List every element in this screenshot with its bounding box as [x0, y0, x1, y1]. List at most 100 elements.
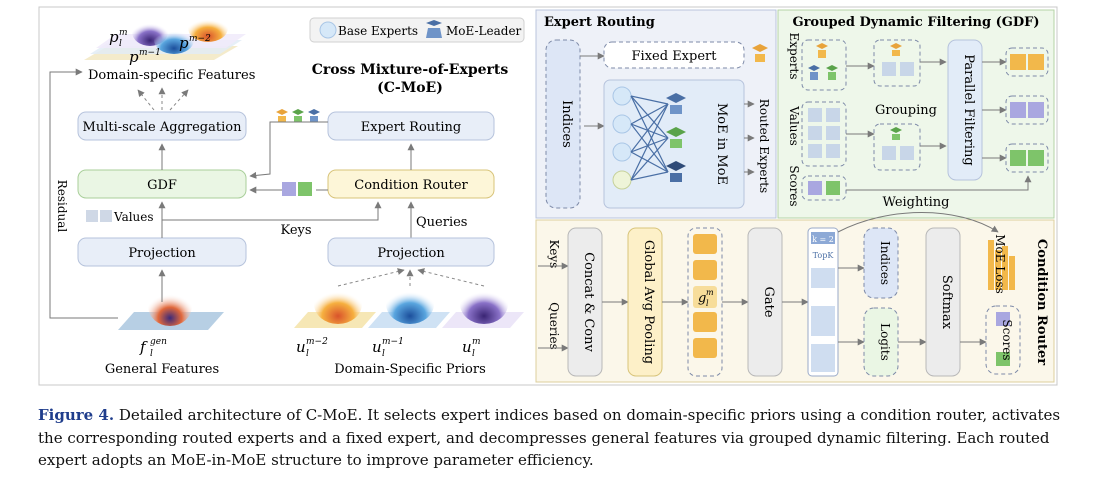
- cr-indices-label: Indices: [878, 241, 892, 285]
- f-gen-symbol: f: [139, 338, 148, 356]
- k2-label: k = 2: [812, 235, 834, 244]
- grouped-value-cell: [900, 62, 914, 76]
- gdf-title: Grouped Dynamic Filtering (GDF): [792, 15, 1039, 30]
- grouped-value-cell: [900, 146, 914, 160]
- routing-leader-icons: [276, 109, 320, 122]
- topk-bar: [811, 306, 835, 336]
- cmoe-overview: Cross Mixture-of-Experts (C-MoE) Base Ex…: [49, 14, 525, 377]
- p-m-symbol: p: [109, 28, 119, 46]
- gap-label: Global Avg Pooling: [641, 240, 656, 364]
- p-m2-sup: m−2: [189, 34, 211, 44]
- cr-score-purple: [996, 312, 1010, 326]
- score-cell-purple: [808, 181, 822, 195]
- p-m-sub: l: [119, 39, 122, 49]
- u-m1-symbol: u: [372, 338, 382, 356]
- general-features-label: General Features: [105, 362, 219, 377]
- fixed-expert-label: Fixed Expert: [632, 49, 718, 64]
- u-m2-symbol: u: [296, 338, 306, 356]
- grouped-value-cell: [882, 146, 896, 160]
- p-m1-sup: m−1: [139, 48, 161, 58]
- msa-box: [77, 111, 247, 141]
- caption-label: Figure 4.: [38, 406, 115, 424]
- topk-column: [807, 227, 839, 377]
- weighting-label: Weighting: [883, 195, 950, 210]
- moe-leader-legend-icon: [426, 20, 442, 38]
- cr-indices-box: [863, 227, 899, 299]
- base-expert-node: [612, 170, 632, 190]
- moe-loss-label: MoE Loss: [993, 234, 1007, 294]
- output-box-purple: [1005, 95, 1049, 125]
- f-gen-sup: gen: [150, 337, 167, 347]
- output-box-orange: [1005, 47, 1049, 77]
- u-m2-sub: l: [306, 349, 309, 359]
- grouped-expert-box-1: [873, 39, 921, 87]
- cmoe-title-line1: Cross Mixture-of-Experts: [312, 62, 509, 78]
- legend-base-label: Base Experts: [338, 24, 418, 38]
- g-vector-cells: [693, 234, 717, 358]
- values-group-box: [801, 101, 847, 167]
- expert-routing-box: [327, 111, 495, 141]
- values-cell: [86, 210, 98, 222]
- output-box-green: [1005, 143, 1049, 173]
- fixed-expert-icon: [752, 44, 768, 62]
- softmax-label: Softmax: [939, 275, 954, 330]
- projection-right-label: Projection: [377, 246, 445, 261]
- cr-scores-box: [985, 305, 1021, 375]
- gdf-scores-label: Scores: [787, 165, 801, 206]
- routed-experts-label: Routed Experts: [757, 99, 771, 193]
- topk-bar: [811, 344, 835, 372]
- topk-bar: [811, 232, 835, 244]
- condition-router-panel-bg: [535, 219, 1055, 383]
- values-grid: [808, 108, 840, 158]
- gdf-label: GDF: [147, 178, 177, 193]
- legend-leader-label: MoE-Leader: [446, 24, 522, 38]
- queries-label: Queries: [416, 215, 467, 230]
- msa-label: Multi-scale Aggregation: [83, 120, 243, 135]
- softmax-box: [925, 227, 961, 377]
- projection-right-box: [327, 237, 495, 267]
- cr-queries-label: Queries: [547, 302, 561, 350]
- u-m2-sup: m−2: [306, 337, 328, 347]
- scores-group-box: [801, 175, 847, 201]
- g-vector-box: [687, 227, 723, 377]
- g-sup: m: [706, 288, 714, 297]
- domain-prior-planes: [294, 284, 524, 328]
- expert-routing-title: Expert Routing: [544, 15, 655, 30]
- base-expert-node: [612, 142, 632, 162]
- architecture-figure: Cross Mixture-of-Experts (C-MoE) Base Ex…: [38, 6, 1058, 386]
- base-expert-legend-icon: [319, 21, 337, 39]
- u-m-sub: l: [472, 349, 475, 359]
- cr-keys-label: Keys: [547, 240, 561, 269]
- expert-routing-label: Expert Routing: [361, 120, 461, 135]
- indices-box: [545, 39, 581, 209]
- f-gen-sub: l: [150, 349, 153, 359]
- keys-label: Keys: [280, 223, 311, 238]
- logits-label: Logits: [878, 323, 892, 361]
- parallel-filtering-label: Parallel Filtering: [961, 54, 976, 166]
- caption-text: Detailed architecture of C-MoE. It selec…: [38, 406, 1061, 469]
- domain-priors-label: Domain-Specific Priors: [334, 362, 486, 377]
- gdf-experts-label: Experts: [787, 32, 801, 79]
- base-expert-node: [612, 114, 632, 134]
- expert-routing-panel: Expert Routing Indices Fixed Expert MoE …: [535, 9, 777, 219]
- score-cell-purple: [282, 182, 296, 196]
- g-symbol: g: [698, 291, 706, 306]
- cmoe-title-line2: (C-MoE): [377, 80, 443, 96]
- cr-scores-label: Scores: [1000, 319, 1014, 360]
- values-label: Values: [113, 210, 154, 224]
- g-cell-highlight: [693, 286, 717, 308]
- values-cell: [100, 210, 112, 222]
- residual-label: Residual: [55, 180, 69, 233]
- topk-label: TopK: [813, 251, 835, 260]
- score-cell-green: [826, 181, 840, 195]
- fixed-expert-box: [603, 41, 745, 69]
- gdf-values-label: Values: [787, 105, 801, 146]
- moe-loss-bars: [988, 240, 1015, 290]
- p-m1-symbol: p: [129, 48, 139, 66]
- u-m1-sub: l: [382, 349, 385, 359]
- projection-left-label: Projection: [128, 246, 196, 261]
- grouping-label: Grouping: [875, 103, 937, 118]
- general-features-plane: [118, 286, 224, 330]
- moe-connections: [630, 95, 669, 181]
- condition-router-label: Condition Router: [354, 178, 468, 193]
